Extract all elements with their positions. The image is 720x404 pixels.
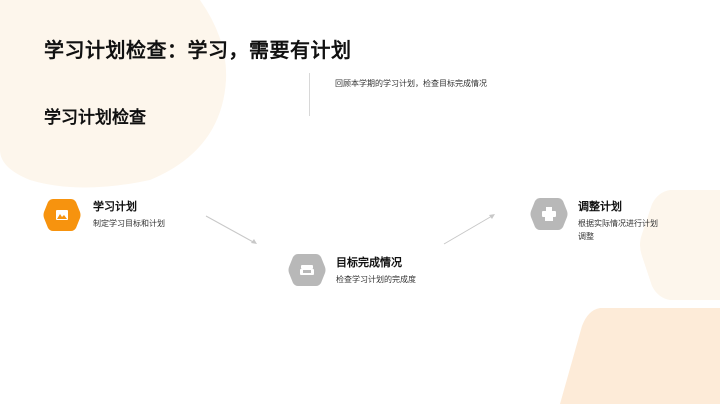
- step-title: 学习计划: [93, 200, 137, 213]
- step-description: 检查学习计划的完成度: [336, 275, 416, 284]
- page-title: 学习计划检查：学习，需要有计划: [44, 38, 352, 62]
- section-subtitle: 学习计划检查: [44, 108, 146, 128]
- step-title: 调整计划: [578, 200, 622, 213]
- background-hexagon-right: [640, 190, 720, 300]
- background-blob-top-left: [0, 0, 227, 188]
- step-description: 根据实际情况进行计划调整: [578, 219, 658, 241]
- arrow-up-right: [443, 214, 495, 245]
- section-description: 回顾本学期的学习计划，检查目标完成情况: [335, 79, 487, 88]
- step-description: 制定学习目标和计划: [93, 219, 165, 228]
- background-shape-bottom-right: [560, 308, 720, 404]
- printer-icon: [530, 198, 568, 230]
- arrow-down-right: [205, 215, 257, 244]
- sofa-icon: [288, 254, 326, 286]
- step-title: 目标完成情况: [336, 256, 402, 269]
- image-icon: [43, 199, 81, 231]
- divider: [309, 73, 310, 116]
